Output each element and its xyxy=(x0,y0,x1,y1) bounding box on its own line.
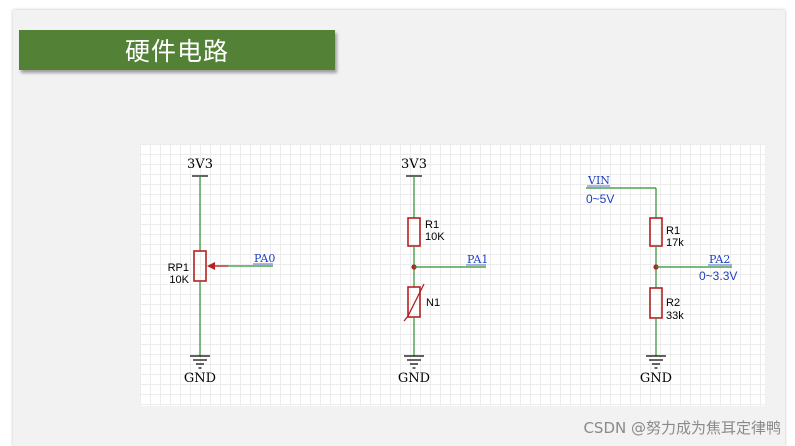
ground-symbol xyxy=(646,355,666,369)
title-bar: 硬件电路 xyxy=(19,30,335,70)
resistor-value-10k: 10K xyxy=(425,231,445,243)
ground-label: GND xyxy=(184,371,216,386)
ground-symbol xyxy=(190,355,210,369)
component-value-10k: 10K xyxy=(169,274,189,286)
circuit-voltage-divider: VIN 0~5V R1 17k PA2 0~3.3V R2 33k GND xyxy=(586,174,737,386)
resistor-symbol-r1 xyxy=(649,217,663,247)
net-label-pa0: PA0 xyxy=(254,252,275,265)
resistor-value-17k: 17k xyxy=(666,237,684,249)
net-label-pa2: PA2 xyxy=(709,253,730,266)
resistor-ref-r1: R1 xyxy=(666,225,680,237)
output-range-label: 0~3.3V xyxy=(699,269,737,283)
watermark: CSDN @努力成为焦耳定律鸭 xyxy=(583,419,781,437)
schematic-svg: 3V3 PA0 RP1 10K GND 3V3 xyxy=(168,157,738,386)
component-ref-rp1: RP1 xyxy=(168,262,189,274)
resistor-ref-r2: R2 xyxy=(666,297,680,309)
ground-symbol xyxy=(404,355,424,369)
potentiometer-symbol xyxy=(193,250,207,282)
ground-label: GND xyxy=(398,371,430,386)
resistor-value-33k: 33k xyxy=(666,310,684,322)
resistor-symbol xyxy=(407,217,421,247)
circuit-diagram: 3V3 PA0 RP1 10K GND 3V3 xyxy=(140,144,765,406)
power-label-3v3: 3V3 xyxy=(401,157,427,172)
resistor-symbol-r2 xyxy=(649,287,663,319)
wiper-arrow xyxy=(207,262,215,270)
thermistor-slash xyxy=(403,283,425,322)
thermistor-ref-n1: N1 xyxy=(426,297,440,309)
resistor-ref-r1: R1 xyxy=(425,219,439,231)
net-label-vin: VIN xyxy=(587,174,610,187)
input-range-label: 0~5V xyxy=(586,192,614,206)
circuit-potentiometer: 3V3 PA0 RP1 10K GND xyxy=(168,157,276,386)
ground-label: GND xyxy=(640,371,672,386)
slide-title: 硬件电路 xyxy=(124,37,229,66)
circuit-thermistor-divider: 3V3 R1 10K PA1 N1 GND xyxy=(398,157,488,386)
net-label-pa1: PA1 xyxy=(467,253,488,266)
power-label-3v3: 3V3 xyxy=(187,157,213,172)
